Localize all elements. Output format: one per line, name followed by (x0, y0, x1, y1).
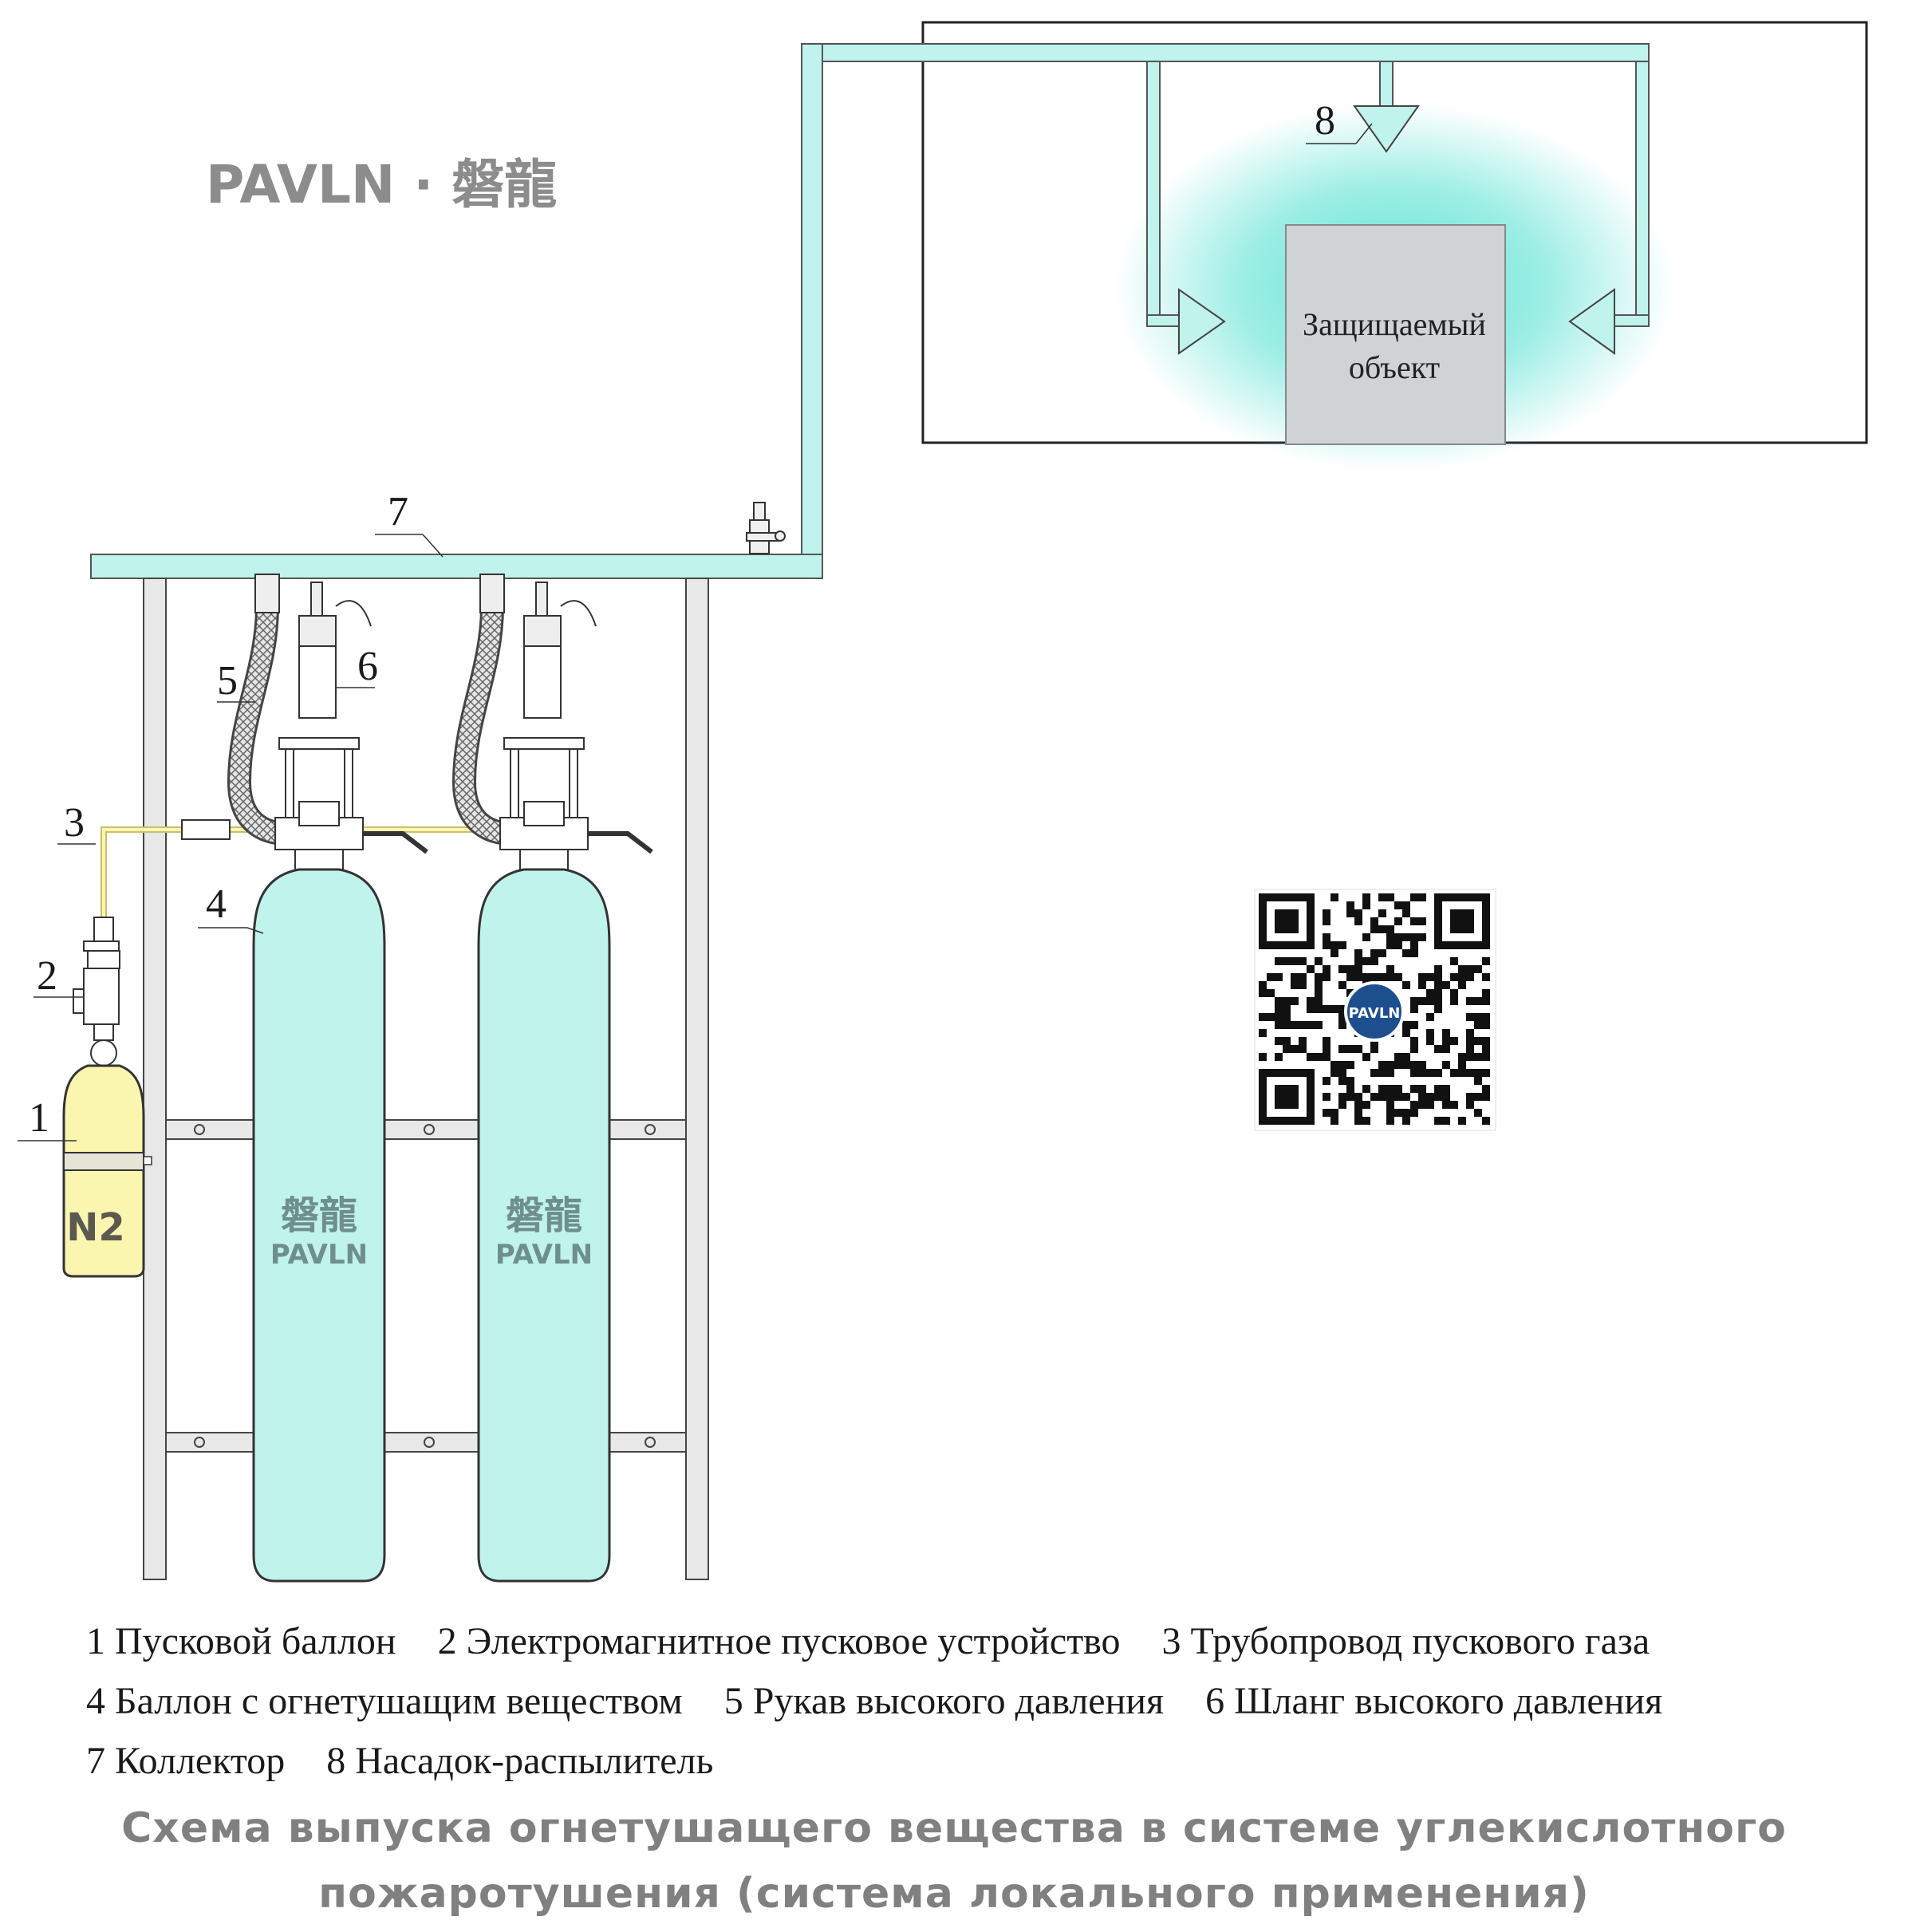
cylinder-b-mark-en: PAVLN (495, 1239, 593, 1271)
legend-item-4: 4 Баллон с огнетушащим веществом (86, 1680, 683, 1722)
nozzle-left (1178, 288, 1226, 355)
legend-item-1: 1 Пусковой баллон (86, 1620, 396, 1662)
diagram-caption-line-2: пожаротушения (система локального примен… (318, 1870, 1590, 1918)
check-valve (181, 819, 231, 840)
callout-6: 6 (357, 644, 378, 689)
safety-valve (746, 502, 786, 554)
legend-item-5: 5 Рукав высокого давления (723, 1680, 1165, 1722)
diagram-caption-line-1: Схема выпуска огнетушащего вещества в си… (121, 1804, 1787, 1852)
system-diagram: Защищаемый объект (18, 21, 1868, 1583)
cylinder-a-mark-en: PAVLN (270, 1239, 368, 1271)
protected-object-label-1: Защищаемый (1303, 306, 1486, 342)
legend-item-2: 2 Электромагнитное пусковое устройство (437, 1620, 1121, 1662)
rack-post-right (685, 578, 709, 1580)
nozzle-top (1353, 105, 1420, 153)
callout-1: 1 (29, 1095, 49, 1141)
solenoid-actuator (73, 917, 120, 1067)
pilot-cylinder: N2 (62, 1064, 152, 1278)
callouts (18, 123, 1373, 1141)
nozzle-right (1568, 288, 1615, 355)
agent-cylinder-b: 磐龍 PAVLN (451, 574, 653, 1583)
cylinder-a-mark-cn: 磐龍 (281, 1193, 357, 1238)
legend-row-2: 4 Баллон с огнетушащим веществом 5 Рукав… (86, 1679, 1694, 1723)
rack-post-left (143, 578, 167, 1580)
callout-5: 5 (217, 658, 238, 704)
legend-item-7: 7 Коллектор (86, 1740, 286, 1782)
agent-cylinder-a: 磐龍 PAVLN (227, 574, 428, 1583)
callout-8: 8 (1315, 98, 1335, 144)
legend-row-3: 7 Коллектор 8 Насадок-распылитель (86, 1739, 745, 1783)
manifold-pipe (90, 554, 823, 579)
legend-item-6: 6 Шланг высокого давления (1205, 1680, 1663, 1722)
callout-3: 3 (64, 800, 85, 846)
callout-7: 7 (388, 489, 408, 534)
n2-label: N2 (66, 1205, 125, 1250)
qr-code: PAVLN (1254, 889, 1496, 1131)
cylinder-b-mark-cn: 磐龍 (506, 1193, 582, 1238)
legend-item-3: 3 Трубопровод пускового газа (1161, 1620, 1650, 1662)
legend-row-1: 1 Пусковой баллон 2 Электромагнитное пус… (86, 1619, 1681, 1663)
protected-object-label-2: объект (1349, 349, 1440, 385)
callout-2: 2 (37, 953, 57, 999)
protected-object (1285, 224, 1506, 445)
qr-badge: PAVLN (1349, 1005, 1401, 1022)
legend-item-8: 8 Насадок-распылитель (326, 1740, 714, 1782)
brand-logo: PAVLN · 磐龍 (206, 154, 557, 215)
callout-4: 4 (206, 881, 227, 927)
